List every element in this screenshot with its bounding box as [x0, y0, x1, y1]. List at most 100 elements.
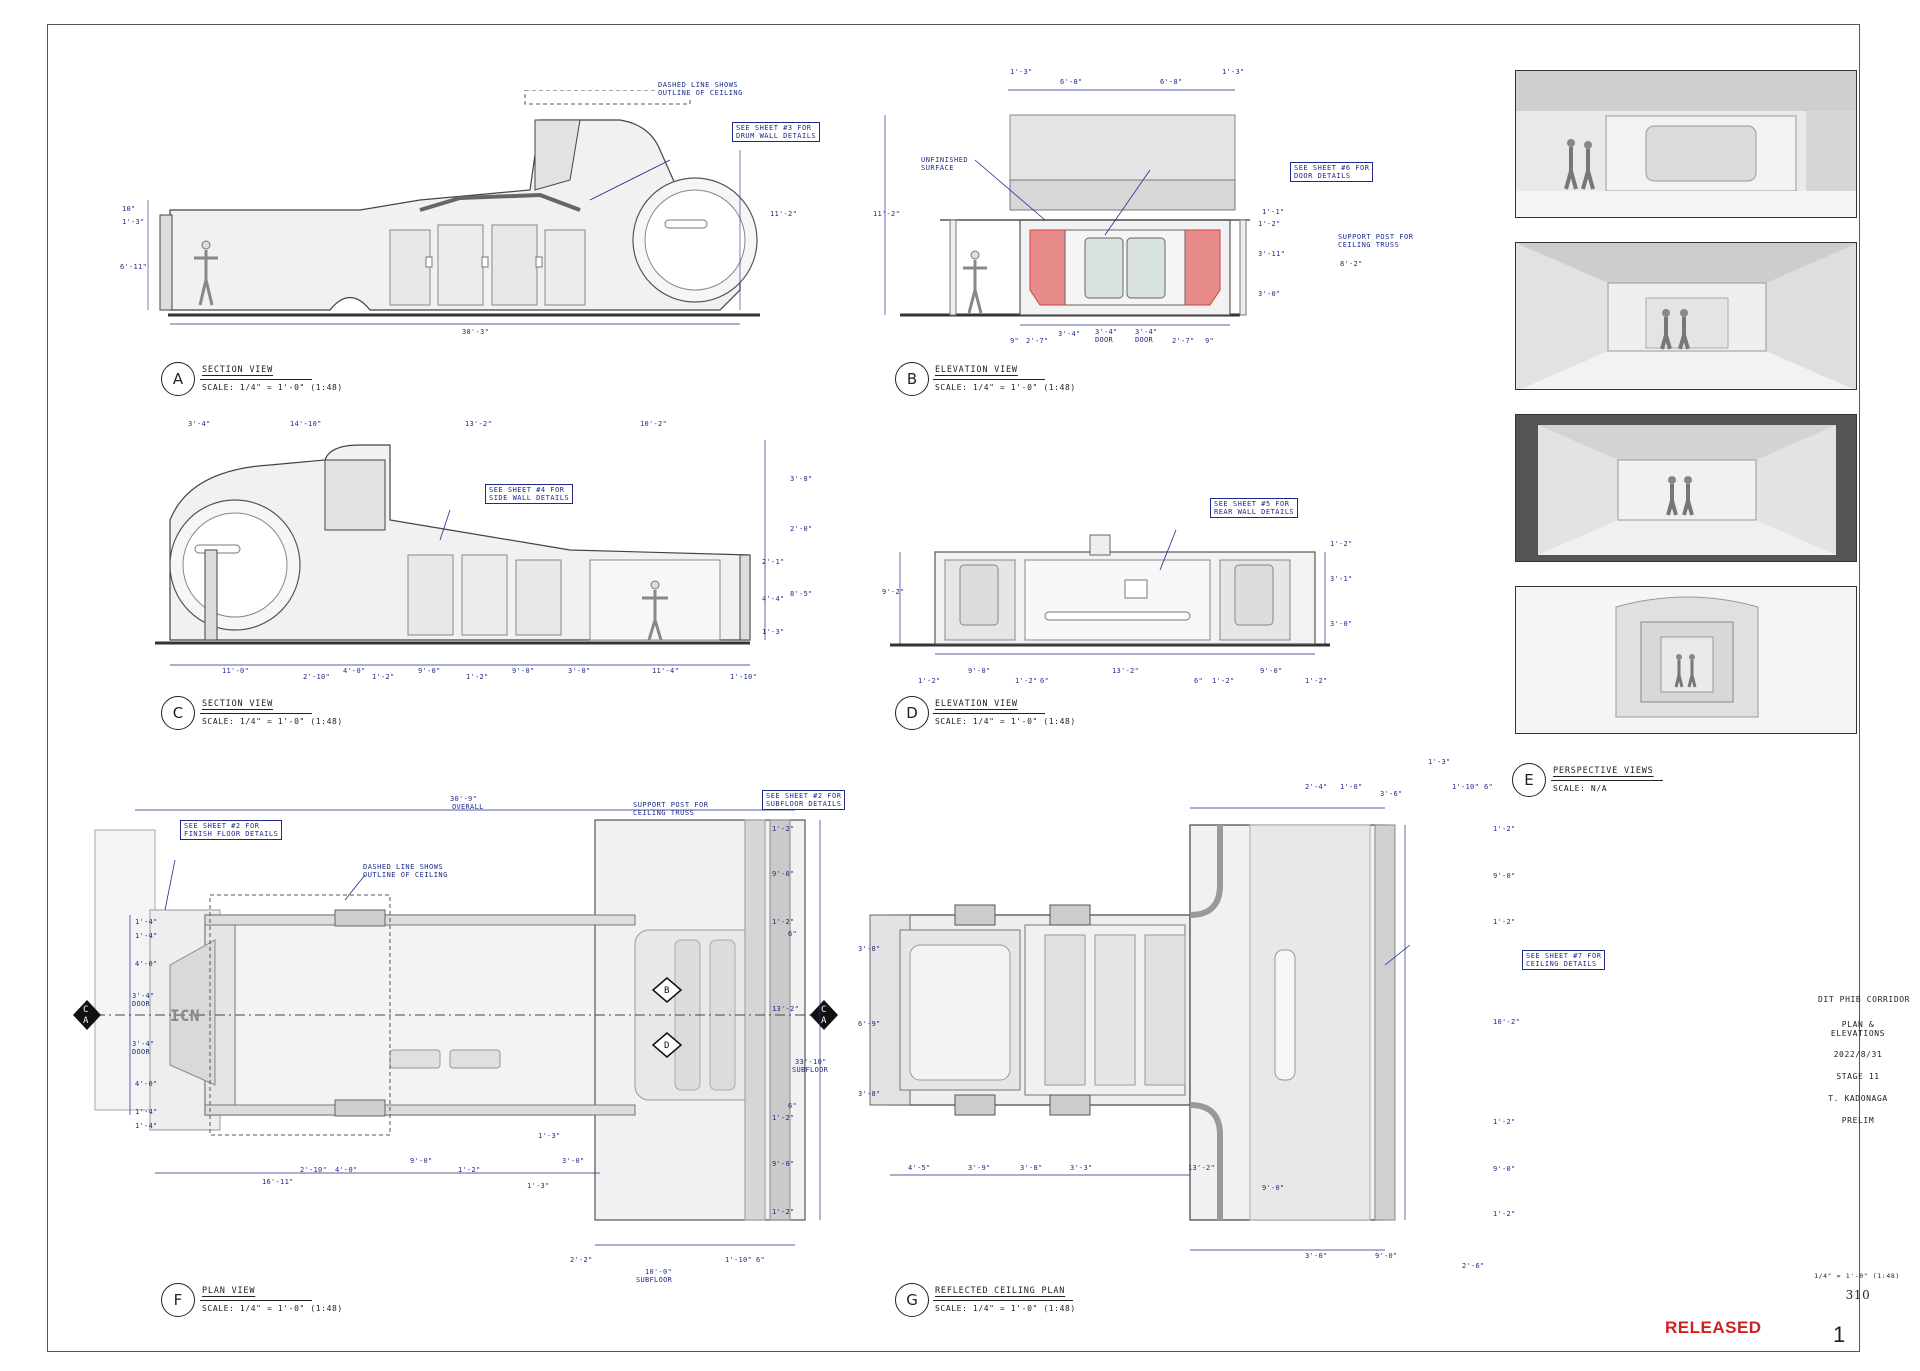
- view-a-title-rule: [200, 379, 312, 380]
- view-f-title: PLAN VIEW: [202, 1286, 256, 1296]
- view-c-bottom-dim-3: 4'-0": [343, 667, 366, 675]
- view-f-right-dim-9: 1'-2": [772, 1208, 795, 1216]
- perspective-view-4: [1515, 586, 1857, 734]
- sheet-number: 310: [1845, 1288, 1871, 1302]
- view-d-elevation-drawing: [890, 530, 1330, 655]
- view-b-left-dim: 11'-2": [873, 210, 901, 218]
- view-a-h2-dim: 1'-3": [122, 218, 145, 226]
- view-f-ceiling-note: DASHED LINE SHOWS OUTLINE OF CEILING: [363, 863, 448, 879]
- view-c-right-dim-3: 2'-1": [762, 558, 785, 566]
- perspective-1-render: [1516, 71, 1856, 217]
- view-c-bottom-dim-5: 9'-0": [418, 667, 441, 675]
- view-g-bottom-dim-1: 4'-5": [908, 1164, 931, 1172]
- view-b-top-dim-3: 6'-8": [1160, 78, 1183, 86]
- view-f-plan-drawing: [73, 809, 838, 1246]
- view-g-left-dim-2: 6'-9": [858, 1020, 881, 1028]
- view-e-scale: SCALE: N/A: [1553, 784, 1608, 793]
- view-f-right-dim-5: 13'-2": [772, 1005, 800, 1013]
- view-f-scale: SCALE: 1/4" = 1'-0" (1:48): [202, 1304, 343, 1313]
- sheet-title: PLAN & ELEVATIONS: [1830, 1020, 1886, 1038]
- view-f-subfloor-dim: 33'-10": [795, 1058, 827, 1066]
- view-f-left-dim-7: 1'-4": [135, 1108, 158, 1116]
- view-f-bottom-dim-7: 1'-3": [538, 1132, 561, 1140]
- view-d-rear-note: SEE SHEET #5 FOR REAR WALL DETAILS: [1210, 498, 1299, 518]
- view-a-right-dim: 11'-2": [770, 210, 798, 218]
- view-b-unfinished-note: UNFINISHED SURFACE: [921, 156, 969, 172]
- view-g-bottom-dim-2: 3'-9": [968, 1164, 991, 1172]
- view-g-left-dim-1: 3'-8": [858, 945, 881, 953]
- view-b-support-note: SUPPORT POST FOR CEILING TRUSS: [1338, 233, 1414, 249]
- perspective-view-3: [1515, 414, 1857, 562]
- view-b-bottom-dim-7: 9": [1205, 337, 1215, 345]
- view-c-top-dim-1: 3'-4": [188, 420, 211, 428]
- view-f-bottom-dim-1: 16'-11": [262, 1178, 294, 1186]
- view-f-bottom-dim-8: 1'-3": [527, 1182, 550, 1190]
- plan-marker-a-left: A: [83, 1016, 89, 1026]
- view-b-bottom-dim-6: 2'-7": [1172, 337, 1195, 345]
- perspective-view-2: [1515, 242, 1857, 390]
- view-d-bottom-dim-4: 6": [1040, 677, 1050, 685]
- view-b-title-rule: [933, 379, 1045, 380]
- sheet-date: 2022/8/31: [1833, 1050, 1883, 1059]
- view-b-right-dim-3: 3'-11": [1258, 250, 1286, 258]
- view-c-bottom-dim-7: 9'-0": [512, 667, 535, 675]
- view-d-bottom-dim-9: 1'-2": [1305, 677, 1328, 685]
- view-b-letter: B: [895, 362, 929, 396]
- view-d-title-rule: [933, 713, 1045, 714]
- view-b-bottom-dim-1: 9": [1010, 337, 1020, 345]
- plan-marker-a-right: A: [821, 1016, 827, 1026]
- plan-marker-c-left: C: [83, 1005, 89, 1015]
- view-a-scale: SCALE: 1/4" = 1'-0" (1:48): [202, 383, 343, 392]
- perspective-2-render: [1516, 243, 1856, 389]
- view-f-subfloor-label: SUBFLOOR: [792, 1066, 829, 1074]
- view-a-ceiling-note: DASHED LINE SHOWS OUTLINE OF CEILING: [655, 80, 746, 98]
- released-stamp: RELEASED: [1665, 1318, 1762, 1337]
- view-f-left-dim-4: 3'-4": [132, 992, 155, 1000]
- view-c-side-note: SEE SHEET #4 FOR SIDE WALL DETAILS: [485, 484, 574, 504]
- view-c-right-dim-1: 3'-8": [790, 475, 813, 483]
- view-g-bottom-dim-7: 3'-0": [1305, 1252, 1328, 1260]
- view-b-title: ELEVATION VIEW: [935, 365, 1018, 375]
- view-d-title: ELEVATION VIEW: [935, 699, 1018, 709]
- view-g-ceiling-note: SEE SHEET #7 FOR CEILING DETAILS: [1522, 950, 1606, 970]
- sheet-stage: STAGE 11: [1836, 1072, 1880, 1081]
- view-d-left-dim: 9'-2": [882, 588, 905, 596]
- view-c-bottom-dim-6: 1'-2": [466, 673, 489, 681]
- view-g-top-dim-4: 1'-3": [1428, 758, 1451, 766]
- view-f-letter: F: [161, 1283, 195, 1317]
- view-g-ceiling-drawing: [869, 807, 1411, 1251]
- view-c-right-dim-5: 1'-3": [762, 628, 785, 636]
- sheet-project: DIT PHIB CORRIDOR: [1818, 995, 1911, 1004]
- page-number: 1: [1833, 1322, 1846, 1347]
- view-g-top-dim-1: 2'-4": [1305, 783, 1328, 791]
- view-f-right-dim-2: 9'-0": [772, 870, 795, 878]
- view-b-top-dim-1: 1'-3": [1010, 68, 1033, 76]
- view-g-right-dim-3: 1'-2": [1493, 918, 1516, 926]
- view-b-right-dim-1: 1'-1": [1262, 208, 1285, 216]
- view-b-right-dim-5: 8'-2": [1340, 260, 1363, 268]
- view-d-bottom-dim-7: 1'-2": [1212, 677, 1235, 685]
- view-f-bottom-sublabel: SUBFLOOR: [636, 1276, 673, 1284]
- sheet-status: PRELIM: [1841, 1116, 1875, 1125]
- view-g-bottom-dim-9: 2'-6": [1462, 1262, 1485, 1270]
- view-f-bottom-dim-4: 9'-0": [410, 1157, 433, 1165]
- view-d-bottom-dim-6: 6": [1194, 677, 1204, 685]
- view-f-left-dim-8: 1'-4": [135, 1122, 158, 1130]
- perspective-4-render: [1516, 587, 1856, 733]
- view-f-right-dim-7: 1'-2": [772, 1114, 795, 1122]
- view-d-bottom-dim-3: 1'-2": [1015, 677, 1038, 685]
- view-f-finish-floor-note: SEE SHEET #2 FOR FINISH FLOOR DETAILS: [180, 820, 283, 840]
- view-g-right-dim-2: 9'-0": [1493, 872, 1516, 880]
- view-c-right-dim-2: 2'-0": [790, 525, 813, 533]
- plan-marker-b: B: [664, 986, 670, 996]
- view-f-right-dim-4: 6": [788, 930, 798, 938]
- view-c-bottom-dim-4: 1'-2": [372, 673, 395, 681]
- view-f-bottom-dim-9: 2'-2": [570, 1256, 593, 1264]
- view-f-left-dim-6: 4'-0": [135, 1080, 158, 1088]
- view-g-top-dim-2: 1'-0": [1340, 783, 1363, 791]
- view-b-top-dim-2: 6'-8": [1060, 78, 1083, 86]
- view-f-left-dim-3: 4'-0": [135, 960, 158, 968]
- view-d-right-dim-2: 3'-1": [1330, 575, 1353, 583]
- view-b-door-label-1: DOOR: [1095, 336, 1114, 344]
- view-f-right-dim-6: 6": [788, 1102, 798, 1110]
